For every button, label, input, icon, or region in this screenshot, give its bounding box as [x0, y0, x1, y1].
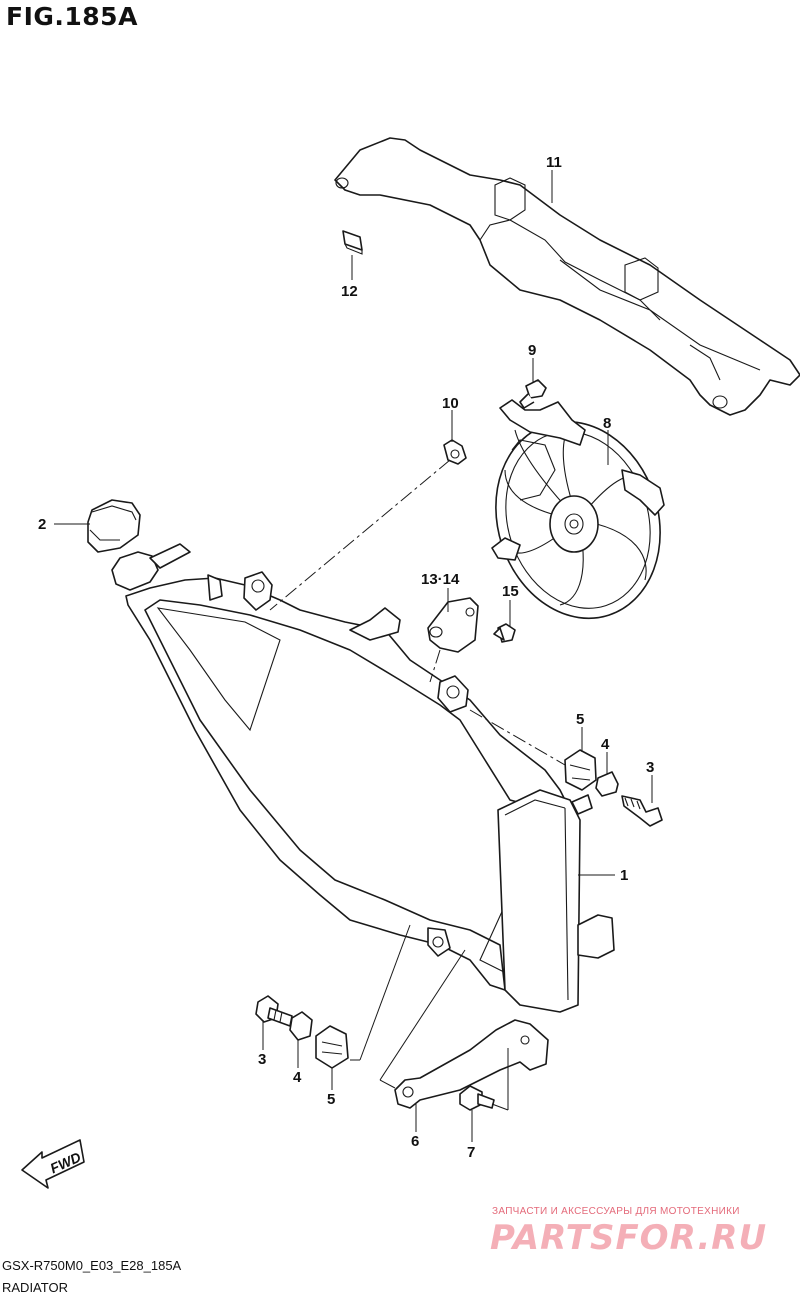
figure-title: FIG.185A [6, 2, 138, 31]
callout-6: 6 [411, 1133, 419, 1150]
callout-1: 1 [620, 867, 628, 884]
part-12-clip[interactable] [342, 230, 363, 255]
callout-11: 11 [546, 154, 562, 171]
part-7-bolt[interactable] [459, 1085, 495, 1111]
part-6-lower-bracket[interactable] [394, 1019, 549, 1109]
part-11-radiator-cover[interactable] [334, 137, 800, 416]
callout-labels: 11 12 9 10 8 2 13·14 15 5 4 3 1 3 4 5 6 … [38, 154, 654, 1161]
callout-8: 8 [603, 415, 611, 432]
part-4-collar-left[interactable] [289, 1011, 313, 1041]
fwd-arrow-icon: FWD [21, 1139, 85, 1189]
part-9-bolt[interactable] [519, 379, 547, 409]
assembly-chain-lines [269, 459, 566, 1111]
leader-lines [54, 170, 653, 1142]
callout-4-left: 4 [293, 1069, 302, 1086]
callout-5-left: 5 [327, 1091, 335, 1108]
diagram-name: RADIATOR [2, 1280, 68, 1295]
watermark-tagline: ЗАПЧАСТИ И АКСЕССУАРЫ ДЛЯ МОТОТЕХНИКИ [492, 1206, 740, 1217]
callout-15: 15 [502, 583, 519, 600]
model-code: GSX-R750M0_E03_E28_185A [2, 1258, 182, 1273]
part-1-radiator[interactable] [111, 543, 615, 1013]
callout-12: 12 [341, 283, 358, 300]
callout-13-14: 13·14 [421, 571, 460, 588]
part-10-nut[interactable] [443, 439, 467, 465]
part-13-14-bracket[interactable] [427, 597, 479, 653]
part-4-collar-right[interactable] [595, 771, 619, 797]
part-15-bolt[interactable] [493, 623, 516, 643]
callout-9: 9 [528, 342, 536, 359]
part-3-bolt-left[interactable] [255, 995, 293, 1027]
callout-3-right: 3 [646, 759, 654, 776]
watermark-logo: PARTSFOR.RU [490, 1218, 768, 1258]
callout-2: 2 [38, 516, 46, 533]
callout-3-left: 3 [258, 1051, 266, 1068]
part-2-radiator-cap[interactable] [87, 499, 141, 553]
part-5-grommet-left[interactable] [315, 1025, 349, 1069]
callout-10: 10 [442, 395, 459, 412]
part-8-cooling-fan[interactable] [471, 399, 685, 640]
part-3-bolt-right[interactable] [621, 795, 663, 827]
callout-7: 7 [467, 1144, 475, 1161]
callout-5-right: 5 [576, 711, 584, 728]
part-5-grommet-right[interactable] [564, 749, 597, 791]
callout-4-right: 4 [601, 736, 610, 753]
